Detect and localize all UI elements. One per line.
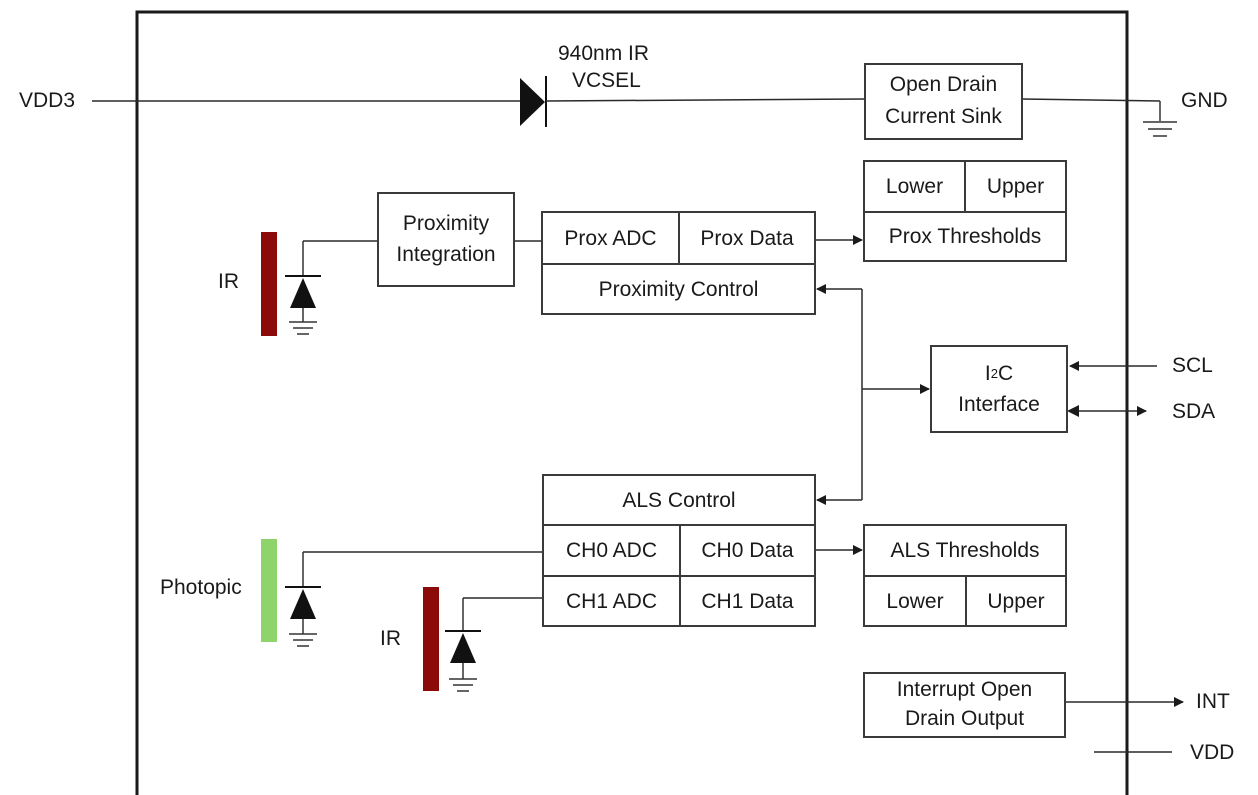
als-block-box <box>542 474 816 627</box>
proximity-integration-box <box>377 192 515 287</box>
prox-block-box <box>541 211 816 315</box>
photodiode-top-icon <box>285 241 321 335</box>
ir-sensor-top <box>261 232 277 336</box>
photodiode-photopic-icon <box>285 552 321 647</box>
prox-thr-upper-cell: Upper <box>986 175 1045 198</box>
i2c-rest: C <box>997 362 1014 385</box>
interrupt-output-line1: Interrupt Open <box>896 678 1033 701</box>
gnd-label: GND <box>1181 89 1228 112</box>
open-drain-sink-box <box>864 63 1023 140</box>
ch0-adc-cell: CH0 ADC <box>565 539 658 562</box>
ir-sensor-bottom <box>423 587 439 691</box>
ch0-data-cell: CH0 Data <box>701 539 794 562</box>
photodiode-ir-bottom-icon <box>445 598 481 692</box>
int-label: INT <box>1196 690 1230 713</box>
vdd3-label: VDD3 <box>19 89 76 112</box>
als-thr-upper-cell: Upper <box>987 589 1045 613</box>
als-thr-lower-cell: Lower <box>886 589 944 613</box>
vdd-label: VDD <box>1190 741 1235 764</box>
prox-thresholds-title: Prox Thresholds <box>888 224 1042 248</box>
ir-bottom-label: IR <box>380 627 401 650</box>
prox-data-cell: Prox Data <box>700 227 794 250</box>
als-thresholds-box <box>863 524 1067 627</box>
prox-adc-cell: Prox ADC <box>564 227 657 250</box>
vcsel-to-sink-wire <box>545 98 866 102</box>
gnd-symbol-icon <box>1143 101 1177 137</box>
vcsel-diode-icon <box>520 76 547 127</box>
ch1-data-cell: CH1 Data <box>701 589 794 613</box>
sda-label: SDA <box>1172 400 1216 423</box>
als-control-cell: ALS Control <box>622 488 736 512</box>
interrupt-output-line2: Drain Output <box>904 707 1025 730</box>
i2c-interface-label: Interface <box>958 393 1040 416</box>
sink-to-gnd-wire <box>1021 98 1161 102</box>
ch1-adc-cell: CH1 ADC <box>565 589 658 613</box>
proximity-integration-line2: Integration <box>396 243 496 266</box>
ir-top-label: IR <box>218 270 239 293</box>
vcsel-label-line1: 940nm IR <box>558 42 650 65</box>
vcsel-label-line2: VCSEL <box>572 69 641 92</box>
proximity-integration-line1: Proximity <box>402 212 490 235</box>
open-drain-sink-line2: Current Sink <box>885 105 1002 128</box>
interrupt-output-box <box>863 672 1066 738</box>
photopic-sensor <box>261 539 277 642</box>
prox-thresholds-box <box>863 160 1067 262</box>
i2c-main: I <box>984 362 991 385</box>
als-thresholds-title: ALS Thresholds <box>890 539 1040 562</box>
proximity-control-cell: Proximity Control <box>598 277 759 301</box>
photopic-label: Photopic <box>160 576 242 599</box>
prox-thr-lower-cell: Lower <box>885 175 944 198</box>
open-drain-sink-line1: Open Drain <box>889 73 998 96</box>
i2c-box <box>930 345 1068 433</box>
scl-label: SCL <box>1172 354 1213 377</box>
